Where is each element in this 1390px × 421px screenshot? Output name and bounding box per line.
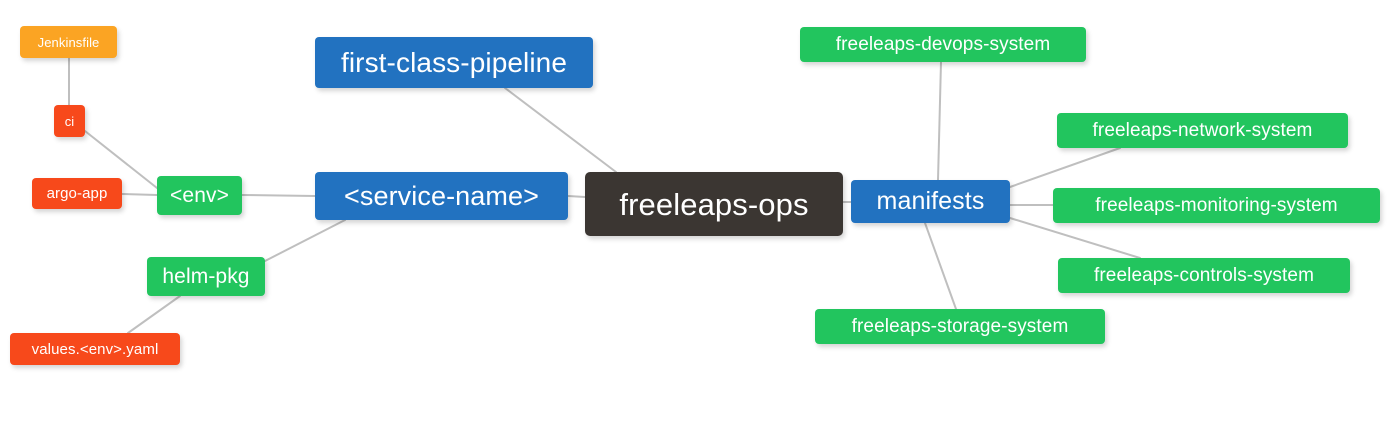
mindmap-node-helm-pkg[interactable]: helm-pkg bbox=[147, 257, 265, 296]
edge-first-class-pipeline-to-freeleaps-ops bbox=[504, 87, 617, 173]
edge-manifests-to-freeleaps-network-system bbox=[1009, 147, 1121, 188]
mindmap-node-manifests[interactable]: manifests bbox=[851, 180, 1010, 223]
mindmap-node-freeleaps-devops-system[interactable]: freeleaps-devops-system bbox=[800, 27, 1086, 62]
edge-manifests-to-freeleaps-storage-system bbox=[924, 222, 957, 310]
mindmap-node-freeleaps-ops[interactable]: freeleaps-ops bbox=[585, 172, 843, 236]
mindmap-node-values-yaml[interactable]: values.<env>.yaml bbox=[10, 333, 180, 365]
mindmap-node-first-class-pipeline[interactable]: first-class-pipeline bbox=[315, 37, 593, 88]
edge-env-to-service-name bbox=[241, 194, 316, 197]
mindmap-node-argo-app[interactable]: argo-app bbox=[32, 178, 122, 209]
edge-manifests-to-freeleaps-devops-system bbox=[937, 61, 942, 181]
mindmap-node-freeleaps-network-system[interactable]: freeleaps-network-system bbox=[1057, 113, 1348, 148]
edge-manifests-to-freeleaps-controls-system bbox=[1009, 217, 1141, 259]
mindmap-node-env[interactable]: <env> bbox=[157, 176, 242, 215]
mindmap-node-jenkinsfile[interactable]: Jenkinsfile bbox=[20, 26, 117, 58]
mindmap-node-freeleaps-monitoring-system[interactable]: freeleaps-monitoring-system bbox=[1053, 188, 1380, 223]
mindmap-node-ci[interactable]: ci bbox=[54, 105, 85, 137]
edge-service-name-to-freeleaps-ops bbox=[567, 195, 586, 198]
mindmap-node-service-name[interactable]: <service-name> bbox=[315, 172, 568, 220]
mindmap-node-freeleaps-storage-system[interactable]: freeleaps-storage-system bbox=[815, 309, 1105, 344]
edge-values-yaml-to-helm-pkg bbox=[127, 295, 181, 334]
edge-argo-app-to-env bbox=[121, 193, 158, 196]
edge-helm-pkg-to-service-name bbox=[264, 219, 346, 262]
mindmap-node-freeleaps-controls-system[interactable]: freeleaps-controls-system bbox=[1058, 258, 1350, 293]
